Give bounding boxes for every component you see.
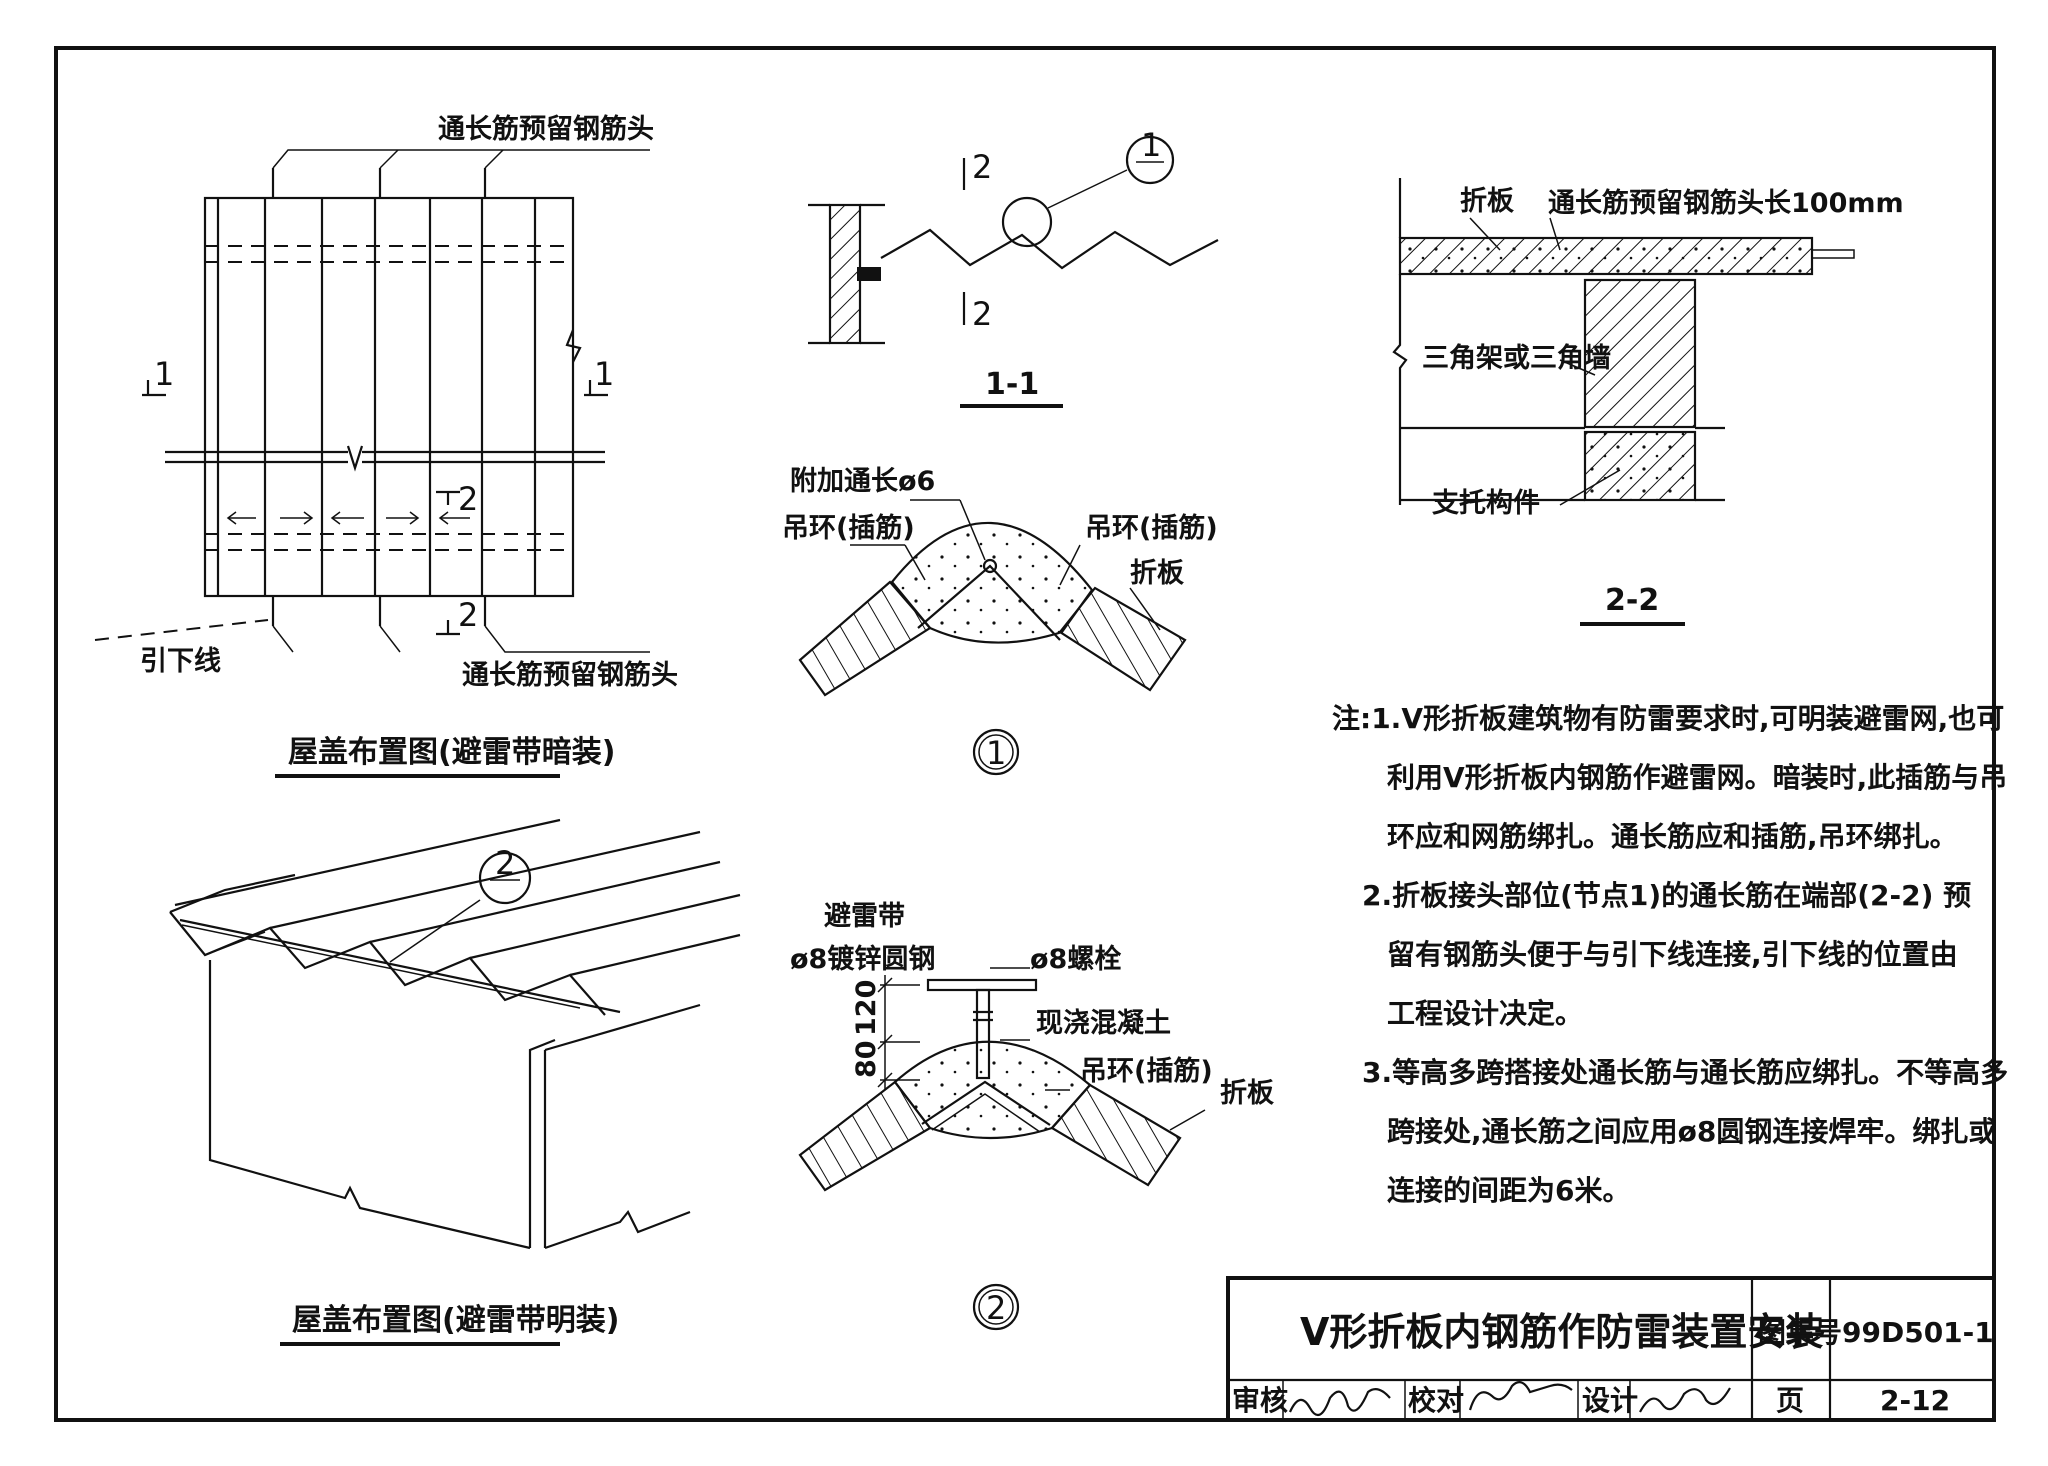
section-1-1: 2 2 1 1-1 <box>808 126 1219 408</box>
section-2-2: 折板 通长筋预留钢筋头长100mm 三角架或三角墙 支托构件 2-2 <box>1392 178 1904 626</box>
detail-1: 附加通长ø6 吊环(插筋) 吊环(插筋) 折板 1 <box>782 466 1218 776</box>
plan-section-mark-2-upper: 2 <box>458 480 478 518</box>
detail-1-callout[interactable] <box>1125 135 1175 185</box>
detail-2-label-panel: 折板 <box>1220 1078 1274 1109</box>
note-line-1: 注:1.V形折板建筑物有防雷要求时,可明装避雷网,也可 <box>1332 702 2004 735</box>
checker-signature <box>1468 1381 1573 1411</box>
load-direction-arrows <box>226 511 470 525</box>
section-2-2-label-truss: 三角架或三角墙 <box>1422 342 1611 374</box>
detail-1-label-hook-left: 吊环(插筋) <box>782 512 915 544</box>
detail-2-marker <box>972 1283 1020 1331</box>
section-2-2-label-panel: 折板 <box>1460 186 1514 217</box>
note-line-8: 跨接处,通长筋之间应用ø8圆钢连接焊牢。绑扎或 <box>1387 1115 1996 1148</box>
plan-section-mark-1-left: 1 <box>154 355 174 393</box>
plan-label-downlead: 引下线 <box>140 646 221 677</box>
detail-2-dim-80: 80 <box>851 1040 882 1078</box>
detail-1-caption: 1 <box>986 734 1006 772</box>
page-number: 2-12 <box>1880 1384 1950 1417</box>
detail-1-marker <box>972 728 1020 776</box>
section-1-1-detail-circle <box>1001 196 1053 248</box>
note-line-6: 工程设计决定。 <box>1387 997 1583 1030</box>
check-label: 校对 <box>1408 1384 1464 1417</box>
detail-2-label-steel: ø8镀锌圆钢 <box>790 944 935 975</box>
plan-label-bottom: 通长筋预留钢筋头 <box>462 659 678 691</box>
note-line-4: 2.折板接头部位(节点1)的通长筋在端部(2-2) 预 <box>1362 879 1971 912</box>
section-2-2-caption: 2-2 <box>1605 583 1659 618</box>
detail-1-label-hook-right: 吊环(插筋) <box>1085 512 1218 544</box>
detail-2: 避雷带 ø8镀锌圆钢 ø8螺栓 现浇混凝土 吊环(插筋) 折板 120 80 2 <box>790 900 1274 1331</box>
review-label: 审核 <box>1232 1384 1288 1417</box>
plan-view: 1 1 2 2 通长筋预留钢筋头 通长筋预留钢筋头 引下线 屋盖布置图(避雷带暗… <box>94 113 678 778</box>
detail-2-label-hook: 吊环(插筋) <box>1080 1055 1213 1087</box>
section-2-2-label-bar: 通长筋预留钢筋头长100mm <box>1548 187 1904 219</box>
atlas-label: 图集号 <box>1758 1316 1842 1349</box>
notes: 注:1.V形折板建筑物有防雷要求时,可明装避雷网,也可 利用V形折板内钢筋作避雷… <box>1332 702 2008 1207</box>
iso-view: 2 屋盖布置图(避雷带明装) <box>169 818 741 1346</box>
section-2-2-label-support: 支托构件 <box>1432 488 1540 519</box>
sheet-border <box>54 46 1996 1422</box>
plan-section-mark-1-right: 1 <box>594 355 614 393</box>
note-line-3: 环应和网筋绑扎。通长筋应和插筋,吊环绑扎。 <box>1387 820 1958 853</box>
detail-2-callout-number: 2 <box>495 844 515 882</box>
page-label: 页 <box>1776 1384 1804 1417</box>
section-1-1-caption: 1-1 <box>985 367 1039 402</box>
detail-2-dim-120: 120 <box>851 980 882 1036</box>
reviewer-signature <box>1288 1387 1391 1417</box>
plan-caption: 屋盖布置图(避雷带暗装) <box>288 735 615 770</box>
detail-2-callout[interactable] <box>478 851 532 905</box>
detail-2-caption: 2 <box>986 1289 1006 1327</box>
detail-2-label-concrete: 现浇混凝土 <box>1036 1008 1171 1039</box>
plan-section-mark-2-lower: 2 <box>458 596 478 634</box>
drawing-title: V形折板内钢筋作防雷装置安装 <box>1300 1310 1823 1354</box>
iso-caption: 屋盖布置图(避雷带明装) <box>292 1303 619 1338</box>
note-line-9: 连接的间距为6米。 <box>1387 1174 1630 1207</box>
plan-label-top: 通长筋预留钢筋头 <box>438 113 654 145</box>
note-line-5: 留有钢筋头便于与引下线连接,引下线的位置由 <box>1387 938 1958 971</box>
detail-1-callout-number: 1 <box>1141 126 1161 164</box>
atlas-number: 99D501-1 <box>1842 1316 1994 1349</box>
detail-1-label-extra-bar: 附加通长ø6 <box>790 466 935 497</box>
detail-2-label-strip: 避雷带 <box>824 900 905 932</box>
detail-1-label-panel: 折板 <box>1130 558 1184 589</box>
title-block: V形折板内钢筋作防雷装置安装 图集号 99D501-1 审核 校对 设计 页 2… <box>1226 1276 1996 1422</box>
detail-2-label-bolt: ø8螺栓 <box>1030 944 1121 975</box>
section-1-1-mark-top: 2 <box>972 148 992 186</box>
designer-signature <box>1639 1387 1731 1413</box>
section-1-1-mark-bottom: 2 <box>972 295 992 333</box>
note-line-7: 3.等高多跨搭接处通长筋与通长筋应绑扎。不等高多 <box>1362 1056 2008 1089</box>
note-line-2: 利用V形折板内钢筋作避雷网。暗装时,此插筋与吊 <box>1387 761 2007 794</box>
design-label: 设计 <box>1582 1384 1638 1417</box>
